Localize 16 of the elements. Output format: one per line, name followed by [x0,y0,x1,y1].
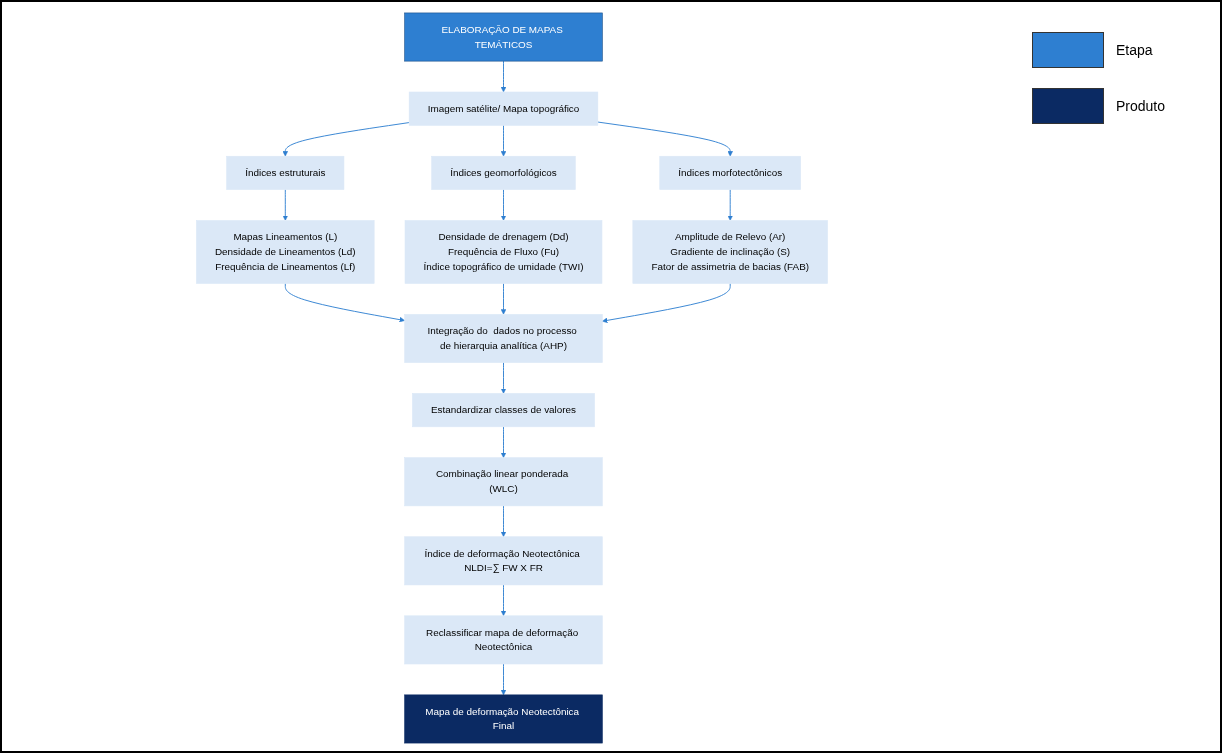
node-box: Índice de deformação Neotectônica NLDI=∑ FW X FR [404,536,603,586]
node-box: Mapa de deformação Neotectônica Final [404,694,603,744]
node-box: Amplitude de Relevo (Ar) Gradiente de inclinação (S) Fator de assimetria de bacias (FAB) [632,220,828,284]
legend-label: Produto [1116,98,1166,114]
node-box: Estandardizar classes de valores [412,393,595,428]
node-box: Índices estruturais [226,155,345,190]
node-box: Imagem satélite/ Mapa topográfico [408,91,599,126]
node-box: Reclassificar mapa de deformação Neotectônica [404,615,603,665]
node-box: Mapas Lineamentos (L) Densidade de Lineamentos (Ld) Frequência de Lineamentos (Lf) [196,220,375,284]
node-box: Índices geomorfológicos [431,155,576,190]
node-box: Densidade de drenagem (Dd) Frequência de Fluxo (Fu) Índice topográfico de umidade (TWI) [404,220,603,284]
node-box: Integração do dados no processo de hierarquia analítica (AHP) [404,314,603,363]
node-box: Combinação linear ponderada (WLC) [404,457,603,507]
node-box: ELABORAÇÃO DE MAPAS TEMÁTICOS [404,12,603,62]
legend-label: Etapa [1116,42,1153,58]
node-box: Índices morfotectônicos [659,155,801,190]
